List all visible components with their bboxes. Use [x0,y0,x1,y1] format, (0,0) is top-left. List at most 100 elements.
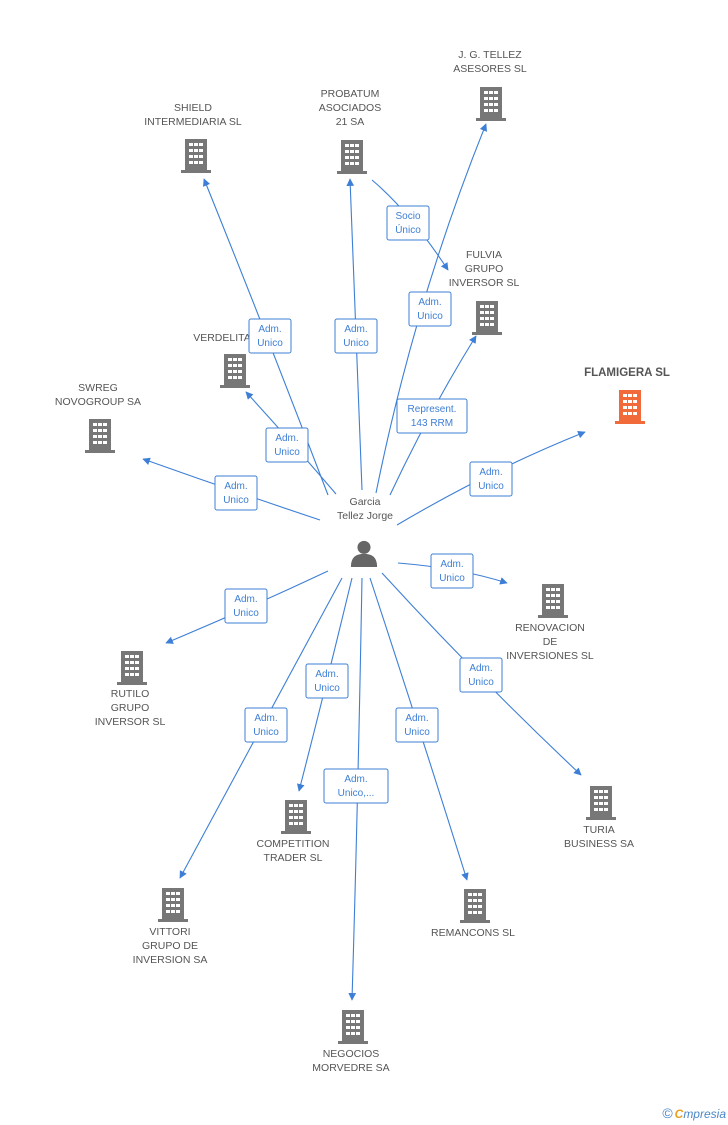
company-remancons-name-line: REMANCONS SL [431,927,515,939]
building-icon-remancons[interactable] [460,889,490,923]
company-turia-name-line: TURIA [583,824,615,836]
building-icon-fulvia[interactable] [472,301,502,335]
company-probatum-name-line: ASOCIADOS [319,102,381,114]
relation-label-text: Adm. [258,324,281,335]
building-icon-renovacion[interactable] [538,584,568,618]
relation-label-box [430,553,474,589]
empresia-watermark[interactable]: ©Cmpresia [662,1105,726,1121]
relation-label-renovacion[interactable]: Adm. Unico [430,553,474,589]
relation-label-box [395,707,439,743]
relation-label-box [334,318,378,354]
company-verdelita-name-line: VERDELITA [193,332,251,344]
relation-label-box [396,398,468,434]
relation-label-text: 143 RRM [411,418,453,429]
relation-label-competition[interactable]: Adm.Unico [305,663,349,699]
company-jg-tellez-name-line: J. G. TELLEZ [458,49,522,61]
relation-label-box [386,205,430,241]
relation-label-text: Unico [274,447,300,458]
relation-label-text: Unico,... [338,788,375,799]
building-icon-swreg[interactable] [85,419,115,453]
company-probatum-name-line: 21 SA [336,116,365,128]
company-competition-name-line: COMPETITION [257,838,330,850]
relation-label-vittori[interactable]: Adm. Unico [244,707,288,743]
relation-label-text: Unico [343,338,369,349]
building-icon-turia[interactable] [586,786,616,820]
relation-label-text: Unico [404,727,430,738]
building-icon-competition[interactable] [281,800,311,834]
relation-label-text: Represent. [408,404,457,415]
company-probatum-name-line: PROBATUM [321,88,380,100]
relation-label-text: Adm. [405,713,428,724]
relation-label-text: Adm. [344,324,367,335]
relation-label-text: Adm. [418,297,441,308]
company-negocios-name-line: NEGOCIOS [323,1048,380,1060]
relation-label-text: Adm. [479,467,502,478]
building-icon-probatum[interactable] [337,140,367,174]
building-icon-rutilo[interactable] [117,651,147,685]
company-rutilo-name-line: GRUPO [111,702,150,714]
relation-label-text: Unico [233,608,259,619]
brand-initial: C [674,1107,684,1121]
company-vittori-name-line: GRUPO DE [142,940,198,952]
relation-labels-layer: Adm.UnicoAdm.UnicoSocioÚnicoAdm.UnicoRep… [214,205,513,804]
relation-label-box [459,657,503,693]
relation-label-text: Unico [478,481,504,492]
relation-label-remancons[interactable]: Adm. Unico [395,707,439,743]
building-icon-jg-tellez[interactable] [476,87,506,121]
relation-label-negocios[interactable]: Adm.Unico,... [323,768,389,804]
relation-label-jg-tellez[interactable]: Adm. Unico [408,291,452,327]
building-icon-vittori[interactable] [158,888,188,922]
company-competition-name-line: TRADER SL [264,852,323,864]
relation-label-rutilo[interactable]: Adm. Unico [224,588,268,624]
company-vittori-name-line: VITTORI [149,926,190,938]
company-fulvia-name-line: FULVIA [466,249,502,261]
relation-label-probatum[interactable]: Adm. Unico [334,318,378,354]
company-swreg-name-line: SWREG [78,382,118,394]
company-rutilo-name-line: RUTILO [111,688,150,700]
company-renovacion-name-line: RENOVACION [515,622,585,634]
building-icon-flamigera[interactable] [615,390,645,424]
relation-label-flamigera[interactable]: Adm. Unico [469,461,513,497]
relation-label-text: Adm. [234,594,257,605]
relation-label-box [265,427,309,463]
company-fulvia-name-line: INVERSOR SL [449,277,520,289]
company-negocios-name-line: MORVEDRE SA [312,1062,389,1074]
relation-label-verdelita[interactable]: Adm. Unico [265,427,309,463]
relation-label-text: Adm. [315,669,338,680]
relation-label-box [323,768,389,804]
building-icon-negocios[interactable] [338,1010,368,1044]
relation-label-text: Unico [439,573,465,584]
relation-label-box [408,291,452,327]
person-icon[interactable] [350,540,378,567]
relation-label-text: Socio [395,211,420,222]
relation-label-box [224,588,268,624]
company-shield-name-line: INTERMEDIARIA SL [144,116,242,128]
company-swreg-name-line: NOVOGROUP SA [55,396,141,408]
relation-label-turia[interactable]: Adm.Unico [459,657,503,693]
relation-label-swreg[interactable]: Adm.Unico [214,475,258,511]
company-turia-name-line: BUSINESS SA [564,838,634,850]
relation-label-fulvia[interactable]: Represent. 143 RRM [396,398,468,434]
building-icon-shield[interactable] [181,139,211,173]
company-renovacion-name-line: INVERSIONES SL [506,650,594,662]
copyright-icon: © [662,1105,673,1121]
relation-label-text: Adm. [254,713,277,724]
building-icon-verdelita[interactable] [220,354,250,388]
company-rutilo-name-line: INVERSOR SL [95,716,166,728]
relation-label-box [305,663,349,699]
relation-label-text: Único [395,223,421,236]
relation-label-text: Unico [257,338,283,349]
company-jg-tellez-name-line: ASESORES SL [453,63,527,75]
person-name-line: Garcia [350,496,381,508]
relation-label-box [469,461,513,497]
relation-label-shield[interactable]: Adm. Unico [248,318,292,354]
relation-label-text: Unico [417,311,443,322]
relation-label-text: Unico [253,727,279,738]
relation-label-text: Adm. [275,433,298,444]
person-name-line: Tellez Jorge [337,510,393,522]
relation-label-text: Adm. [440,559,463,570]
relation-label-text: Adm. [224,481,247,492]
